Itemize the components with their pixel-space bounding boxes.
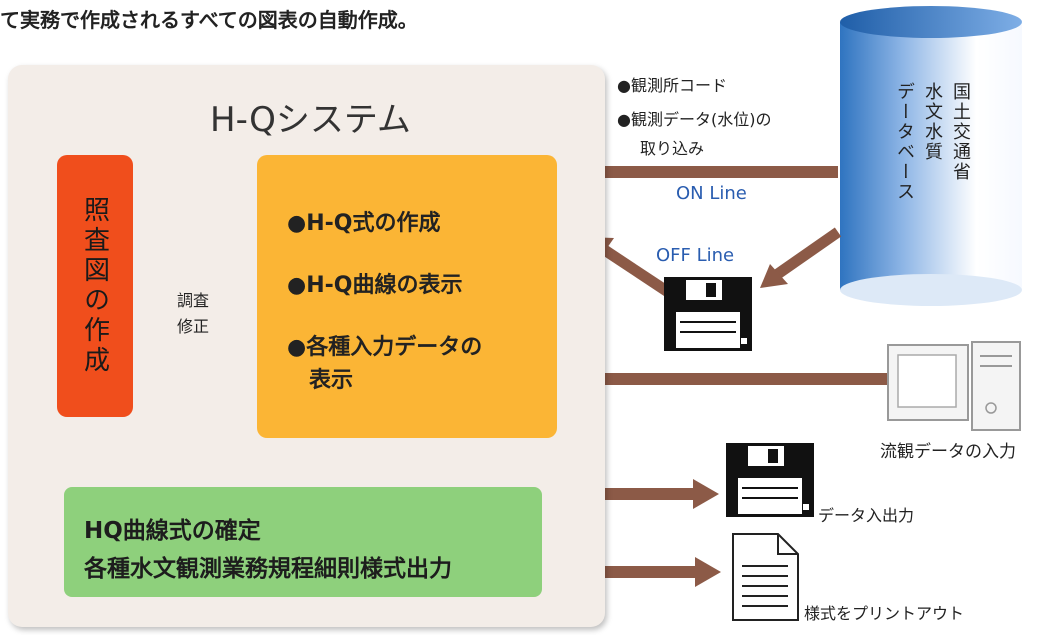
inspection-chart-label: 照査図の作成: [79, 196, 110, 376]
adjust-label-1: 調査: [177, 291, 210, 310]
hq-functions-box: ●H-Q式の作成 ●H-Q曲線の表示 ●各種入力データの 表示: [257, 155, 557, 438]
offline-label: OFF Line: [656, 245, 735, 266]
output-line-2: 各種水文観測業務規程細則様式出力: [84, 556, 452, 582]
floppy-disk-icon: [726, 443, 814, 517]
adjust-label-2: 修正: [177, 317, 210, 336]
database-cylinder-icon: [840, 6, 1022, 306]
computer-icon: [887, 341, 1021, 431]
input-note-1: ●観測所コード: [617, 76, 727, 95]
function-hq-curve: ●H-Q曲線の表示: [287, 273, 463, 298]
input-note-2: ●観測データ(水位)の: [617, 110, 772, 129]
output-line-1: HQ曲線式の確定: [84, 518, 261, 544]
function-input-data: ●各種入力データの: [287, 335, 483, 360]
db-line-3: データベース: [894, 82, 915, 202]
manual-input-label: 流観データの入力: [880, 442, 1016, 462]
db-line-1: 国土交通省: [950, 82, 971, 182]
floppy-disk-icon: [664, 277, 752, 351]
function-hq-formula: ●H-Q式の作成: [287, 211, 441, 236]
db-line-2: 水文水質: [922, 82, 943, 162]
top-caption: て実務で作成されるすべての図表の自動作成。: [0, 8, 418, 32]
online-label: ON Line: [676, 183, 747, 204]
manual-input-arrow: [571, 364, 887, 394]
hq-system-title: H-Qシステム: [210, 100, 411, 140]
document-icon: [732, 533, 799, 621]
function-input-data-cont: 表示: [309, 368, 354, 393]
inspection-chart-box: 照査図の作成: [57, 155, 133, 417]
input-note-3: 取り込み: [640, 139, 705, 158]
print-label: 様式をプリントアウト: [804, 604, 965, 623]
output-box: HQ曲線式の確定 各種水文観測業務規程細則様式出力: [64, 487, 542, 597]
data-io-label: データ入出力: [818, 506, 915, 525]
